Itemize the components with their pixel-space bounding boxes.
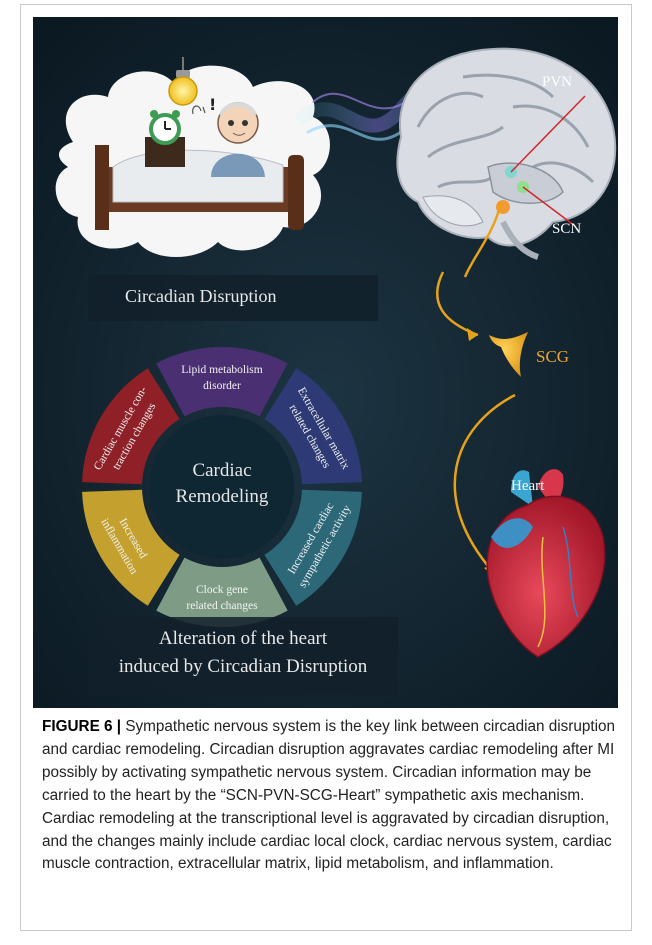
alteration-label-line2: induced by Circadian Disruption [33,656,453,678]
scn-label: SCN [552,221,581,238]
figure-panel: ! [33,17,618,708]
caption-text: Sympathetic nervous system is the key li… [42,718,615,872]
lightbulb-icon [169,77,197,105]
figure-number: FIGURE 6 | [42,718,121,735]
scg-label: SCG [536,347,569,367]
alteration-label-line1: Alteration of the heart [33,628,453,650]
svg-text:!: ! [209,95,216,114]
circadian-disruption-label: Circadian Disruption [125,286,276,307]
center-label-line2: Remodeling [33,486,411,508]
center-label-line1: Cardiac [33,460,411,482]
figure-graphics: ! [33,17,618,708]
heart-label: Heart [511,478,544,495]
figure-caption: FIGURE 6 | Sympathetic nervous system is… [42,716,617,876]
pvn-label: PVN [542,74,572,91]
